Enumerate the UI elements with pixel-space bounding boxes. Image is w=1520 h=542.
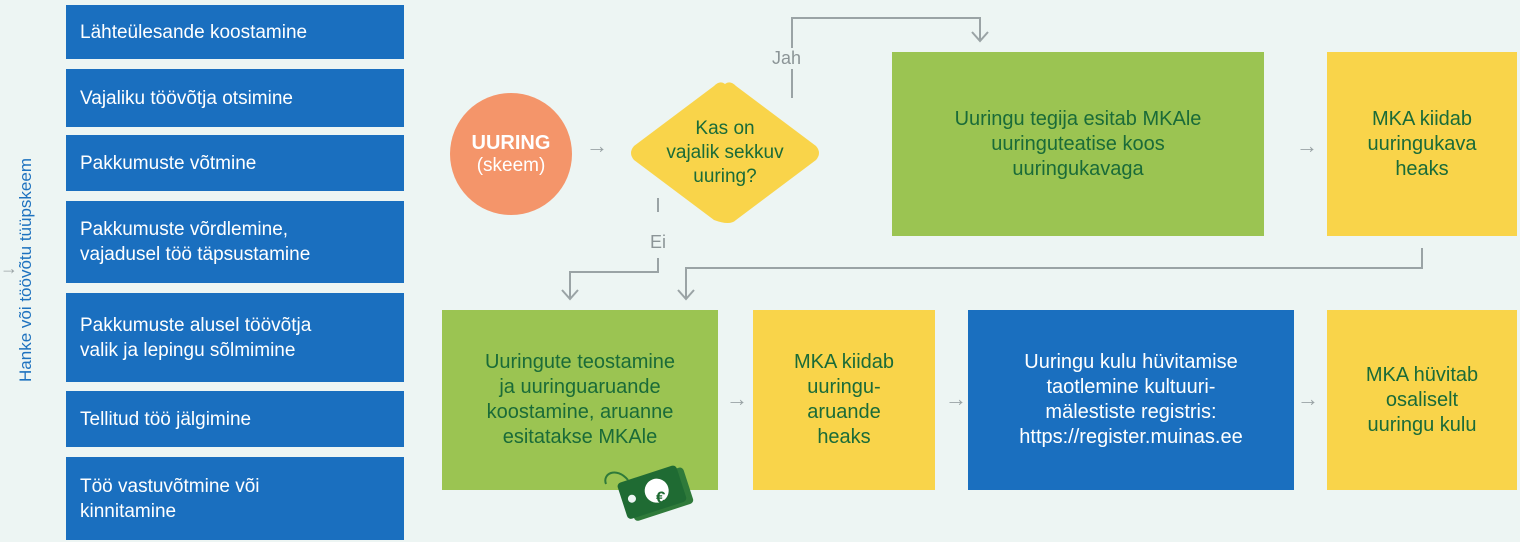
money-tag-icon: €: [604, 465, 694, 521]
arrow-right-icon: →: [1297, 386, 1319, 411]
yes-label: Jah: [770, 48, 804, 69]
step-3: Pakkumuste võtmine: [66, 135, 404, 191]
arrow-right-icon: →: [1296, 133, 1318, 158]
step-5: Pakkumuste alusel töövõtja valik ja lepi…: [66, 293, 404, 382]
step-7: Töö vastuvõtmine või kinnitamine: [66, 457, 404, 540]
arrow-right-icon: →: [726, 386, 748, 411]
approve-report-box: MKA kiidab uuringu- aruande heaks: [753, 310, 935, 490]
arrow-right-icon: →: [945, 386, 967, 411]
start-node: UURING (skeem): [450, 93, 572, 215]
compensation-box: Uuringu kulu hüvitamise taotlemine kultu…: [968, 310, 1294, 490]
decision-diamond: [631, 82, 819, 224]
start-subtitle: (skeem): [476, 154, 546, 176]
no-connector: [569, 258, 659, 298]
sidebar-arrow-icon: →: [0, 258, 18, 278]
step-2: Vajaliku töövõtja otsimine: [66, 69, 404, 127]
step-4: Pakkumuste võrdlemine, vajadusel töö täp…: [66, 201, 404, 283]
euro-symbol: €: [656, 488, 666, 507]
step-6: Tellitud töö jälgimine: [66, 391, 404, 447]
no-label: Ei: [648, 232, 669, 253]
research-box: Uuringute teostamine ja uuringuaruande k…: [442, 310, 718, 490]
approve-to-research-connector: [685, 248, 1423, 298]
notify-box: Uuringu tegija esitab MKAle uuringuteati…: [892, 52, 1264, 236]
start-title: UURING: [471, 131, 551, 154]
approve-plan-box: MKA kiidab uuringukava heaks: [1327, 52, 1517, 236]
compensation-result-box: MKA hüvitab osaliselt uuringu kulu: [1327, 310, 1517, 490]
arrow-right-icon: →: [586, 133, 608, 158]
step-1: Lähteülesande koostamine: [66, 5, 404, 59]
decision-text: Kas on vajalik sekkuv uuring?: [666, 118, 784, 187]
